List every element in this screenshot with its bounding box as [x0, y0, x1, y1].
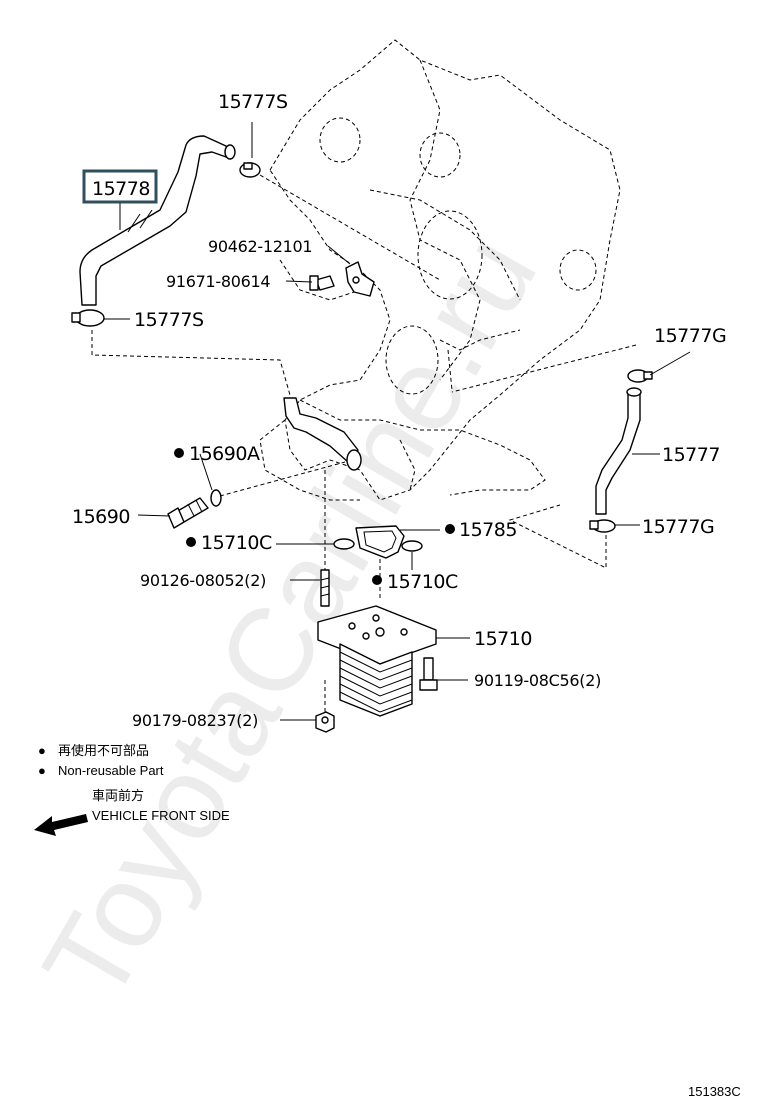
direction-jp: 車両前方	[92, 788, 144, 803]
label-90179-08237[interactable]: 90179-08237(2)	[132, 711, 258, 730]
label-15690a[interactable]: 15690A	[189, 443, 260, 465]
label-15777[interactable]: 15777	[662, 444, 720, 466]
non-reusable-dot-15710c-right	[372, 575, 382, 585]
hose-clamp-15777s-top[interactable]	[239, 162, 261, 178]
o-ring-15710c-left[interactable]	[333, 538, 355, 550]
oil-cooler-15710[interactable]	[317, 605, 437, 717]
legend: ● 再使用不可部品 ● Non-reusable Part 車両前方 VEHIC…	[34, 743, 230, 836]
label-15777g-bottom[interactable]: 15777G	[642, 516, 715, 538]
label-90462-12101[interactable]: 90462-12101	[208, 237, 313, 256]
bracket-90462[interactable]	[345, 261, 375, 297]
ventilation-hose-15778[interactable]	[79, 135, 236, 306]
label-15777g-top[interactable]: 15777G	[654, 325, 727, 347]
oil-cooler-gasket-15785[interactable]	[355, 525, 405, 559]
front-direction-arrow-icon	[34, 814, 88, 836]
stud-90126[interactable]	[320, 569, 330, 607]
bolt-91671[interactable]	[309, 275, 335, 291]
watermark: ToyotaCarline.ru	[18, 213, 562, 1023]
label-15777s-bottom[interactable]: 15777S	[134, 309, 204, 331]
oil-pressure-switch-15690[interactable]	[167, 497, 209, 529]
hose-clamp-15777s-bottom[interactable]	[71, 309, 105, 327]
block-hose	[283, 397, 362, 471]
legend-bullet-en: ●	[38, 763, 46, 778]
label-91671-80614[interactable]: 91671-80614	[166, 272, 271, 291]
direction-en: VEHICLE FRONT SIDE	[92, 808, 230, 823]
hose-clamp-15777g-bottom[interactable]	[589, 519, 616, 533]
hose-clamp-15777g-top[interactable]	[627, 369, 653, 383]
label-15690[interactable]: 15690	[72, 506, 130, 528]
label-15710[interactable]: 15710	[474, 628, 532, 650]
label-15777s-top[interactable]: 15777S	[218, 91, 288, 113]
label-15785[interactable]: 15785	[459, 519, 517, 541]
figure-code: 151383C	[688, 1084, 741, 1099]
label-15710c-right[interactable]: 15710C	[387, 571, 458, 593]
nut-90179[interactable]	[315, 711, 335, 733]
non-reusable-dot-15710c-left	[186, 537, 196, 547]
label-15778[interactable]: 15778	[92, 178, 150, 200]
label-90119-08c56[interactable]: 90119-08C56(2)	[474, 671, 601, 690]
legend-bullet-jp: ●	[38, 743, 46, 758]
non-reusable-dot-15785	[445, 524, 455, 534]
leader-lines	[104, 122, 691, 721]
label-15710c-left[interactable]: 15710C	[201, 532, 272, 554]
non-reusable-dot-15690a	[174, 448, 184, 458]
part-labels: 15777S 15778 90462-12101 91671-80614 157…	[72, 91, 727, 730]
water-hose-15777[interactable]	[595, 387, 642, 515]
legend-non-reusable-jp: 再使用不可部品	[58, 743, 149, 758]
o-ring-15710c-right[interactable]	[401, 540, 423, 552]
timing-cover-outline	[259, 39, 621, 501]
label-90126-08052[interactable]: 90126-08052(2)	[140, 571, 266, 590]
union-bolt-90119[interactable]	[419, 657, 438, 691]
gasket-15690a[interactable]	[210, 489, 222, 507]
legend-non-reusable-en: Non-reusable Part	[58, 763, 164, 778]
highlight-box	[82, 169, 158, 204]
